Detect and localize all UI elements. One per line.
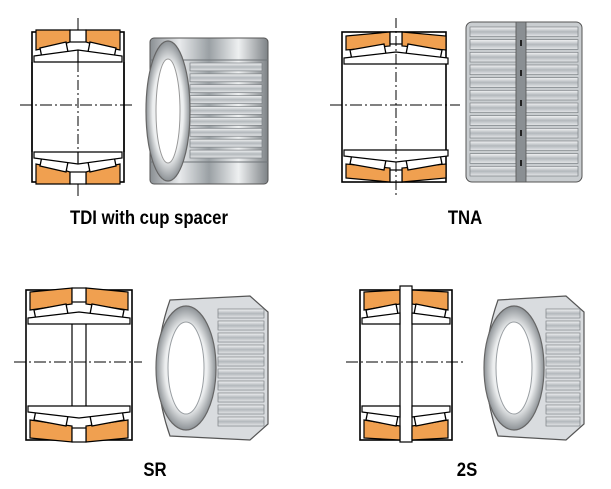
sr-bearing-photo-icon xyxy=(155,295,269,441)
roller xyxy=(217,368,265,379)
roller xyxy=(469,39,517,50)
roller xyxy=(217,416,265,427)
roller xyxy=(469,64,517,76)
caption-sr: SR xyxy=(143,460,167,481)
roller xyxy=(469,51,517,63)
roller xyxy=(525,140,579,152)
roller xyxy=(189,149,263,159)
roller xyxy=(525,165,579,177)
roller xyxy=(525,153,579,164)
tdi-cross-section-icon xyxy=(20,18,134,196)
roller xyxy=(545,404,581,415)
tna-bearing-photo-icon xyxy=(465,21,583,183)
tna-cross-section-icon xyxy=(330,18,460,196)
roller xyxy=(469,115,517,126)
roller xyxy=(545,320,581,331)
roller xyxy=(525,89,579,101)
roller xyxy=(189,95,263,104)
roller xyxy=(469,77,517,88)
tna-roller-set xyxy=(469,26,579,177)
roller xyxy=(525,102,579,114)
roller xyxy=(525,39,579,50)
roller xyxy=(469,102,517,114)
roller xyxy=(545,308,581,319)
roller xyxy=(469,140,517,152)
roller xyxy=(469,89,517,101)
2s-cross-section-icon xyxy=(346,285,466,443)
roller xyxy=(545,332,581,343)
roller xyxy=(189,62,263,72)
caption-2s: 2S xyxy=(456,460,478,481)
roller xyxy=(189,84,263,94)
roller xyxy=(217,380,265,391)
roller xyxy=(217,392,265,403)
roller xyxy=(545,380,581,391)
sr-cross-section-icon xyxy=(14,287,142,443)
roller xyxy=(217,404,265,415)
roller xyxy=(469,165,517,177)
roller xyxy=(545,344,581,355)
tdi-bearing-photo-icon xyxy=(145,37,269,185)
2s-roller-set xyxy=(545,308,581,427)
roller xyxy=(525,115,579,126)
roller xyxy=(217,320,265,331)
roller xyxy=(545,368,581,379)
roller xyxy=(525,26,579,38)
roller xyxy=(189,127,263,137)
roller xyxy=(189,117,263,126)
roller xyxy=(525,127,579,139)
caption-tdi: TDI with cup spacer xyxy=(70,208,228,229)
roller xyxy=(525,51,579,63)
roller xyxy=(469,26,517,38)
roller xyxy=(189,106,263,115)
roller xyxy=(525,77,579,88)
roller xyxy=(525,64,579,76)
roller xyxy=(469,153,517,164)
roller xyxy=(217,308,265,319)
roller xyxy=(545,356,581,367)
roller xyxy=(189,138,263,148)
tdi-roller-set xyxy=(189,62,263,159)
roller xyxy=(217,332,265,343)
roller xyxy=(217,344,265,355)
caption-tna: TNA xyxy=(447,208,483,229)
roller xyxy=(189,73,263,83)
roller xyxy=(545,392,581,403)
2s-bearing-photo-icon xyxy=(483,295,585,441)
roller xyxy=(217,356,265,367)
roller xyxy=(545,416,581,427)
roller xyxy=(469,127,517,139)
sr-roller-set xyxy=(217,308,265,427)
